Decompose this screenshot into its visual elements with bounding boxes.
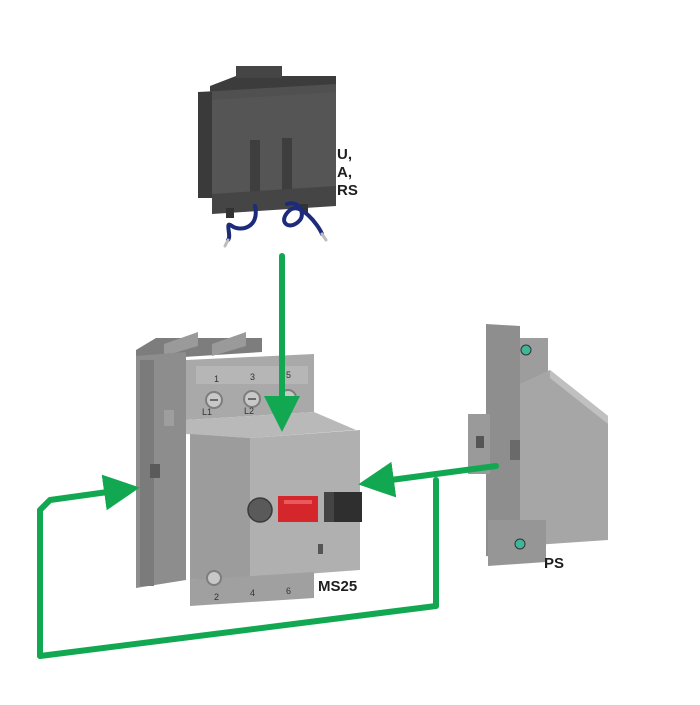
label-a: A, <box>337 164 352 181</box>
label-u: U, <box>337 146 352 163</box>
release-module-label: U, A, RS <box>337 146 358 200</box>
release-module <box>198 66 336 218</box>
release-wires <box>226 201 324 242</box>
terminal-l1: L1 <box>202 407 212 417</box>
arrow-aux-to-switch-right <box>358 461 499 498</box>
assembly-arrows <box>37 253 499 659</box>
switch-label: MS25 <box>318 578 358 595</box>
wire-ends <box>223 232 328 248</box>
auxiliary-contact-module <box>468 324 608 566</box>
arrow-aux-to-switch-left <box>37 474 439 659</box>
aux-module-label: PS <box>544 555 565 572</box>
motor-protection-switch <box>136 332 362 606</box>
terminal-top-1: 1 <box>214 374 219 384</box>
terminal-bottom-2: 2 <box>214 592 219 602</box>
terminal-bottom-4: 4 <box>250 588 255 598</box>
label-rs: RS <box>337 182 358 199</box>
terminal-top-5: 5 <box>286 370 291 380</box>
terminal-top-3: 3 <box>250 372 255 382</box>
terminal-bottom-6: 6 <box>286 586 291 596</box>
terminal-l2: L2 <box>244 406 254 416</box>
